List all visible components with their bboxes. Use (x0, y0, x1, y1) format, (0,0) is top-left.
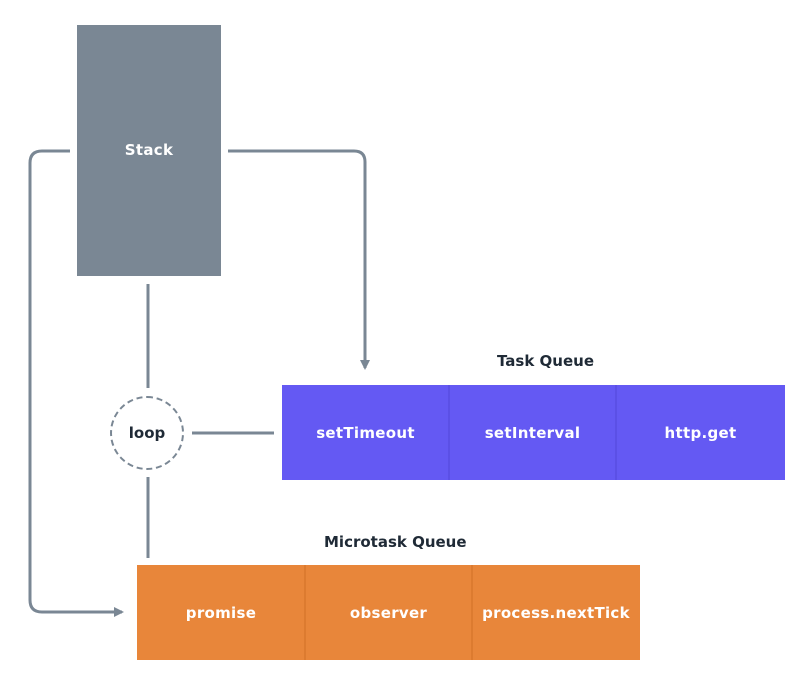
task-item-label: setTimeout (316, 423, 415, 442)
stack-to-microtask-queue-arrow (28, 149, 124, 617)
microtask-item-observer: observer (305, 565, 472, 660)
stack-label: Stack (124, 141, 174, 159)
microtask-queue-divider (304, 565, 306, 660)
microtask-queue-title: Microtask Queue (324, 533, 467, 551)
microtask-queue-divider (471, 565, 473, 660)
task-queue-title: Task Queue (497, 352, 595, 370)
task-item-setinterval: setInterval (449, 385, 616, 480)
stack-box: Stack (77, 25, 221, 276)
stack-to-task-queue-arrow (228, 149, 370, 370)
task-queue-divider (448, 385, 450, 480)
microtask-item-label: observer (349, 603, 428, 622)
loop-node: loop (110, 396, 184, 470)
microtask-item-process-nexttick: process.nextTick (472, 565, 640, 660)
microtask-item-label: promise (185, 603, 257, 622)
task-queue-divider (615, 385, 617, 480)
task-item-httpget: http.get (616, 385, 785, 480)
microtask-item-label: process.nextTick (482, 603, 630, 622)
task-item-label: setInterval (484, 423, 581, 442)
loop-label: loop (128, 424, 166, 442)
task-item-settimeout: setTimeout (282, 385, 449, 480)
microtask-item-promise: promise (137, 565, 305, 660)
task-item-label: http.get (664, 423, 737, 442)
